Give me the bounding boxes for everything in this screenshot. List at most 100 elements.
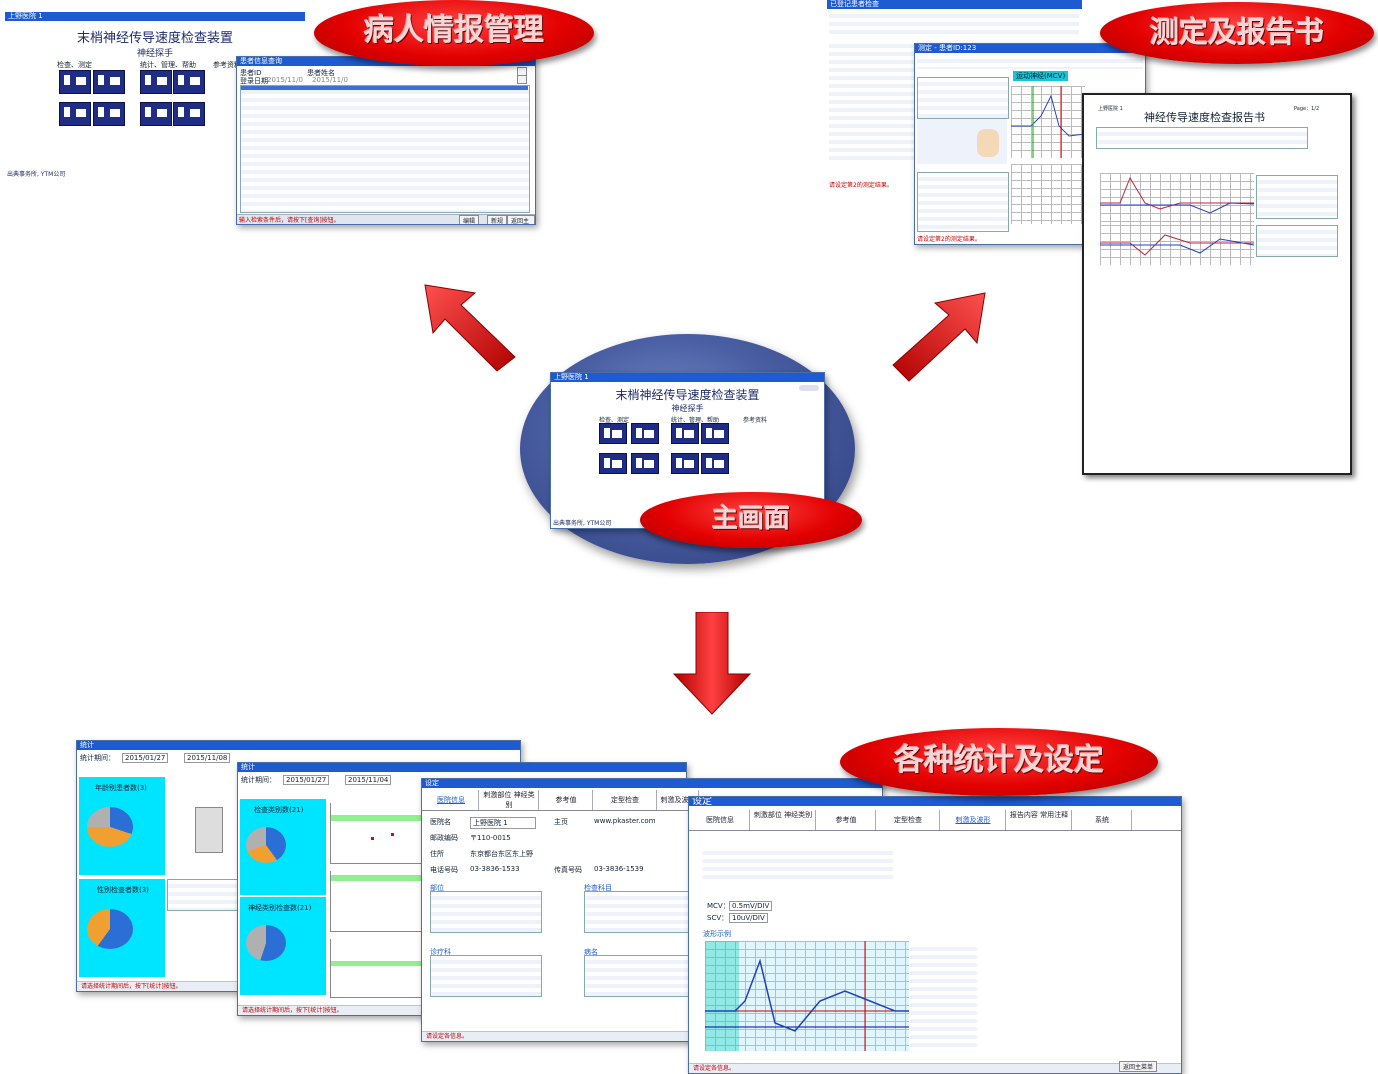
settings-icon[interactable] <box>671 453 699 474</box>
scatter-chart-1 <box>330 803 427 864</box>
date-from[interactable]: 2015/01/27 <box>122 753 169 763</box>
tab-report-notes[interactable]: 报告内容 常用注释 <box>1007 810 1072 830</box>
stimulus-condition-form[interactable] <box>703 847 893 881</box>
tab-reference[interactable]: 参考值 <box>817 810 876 830</box>
date-from[interactable]: 2015/11/0 <box>267 76 303 84</box>
window-title-bar: 测定 - 患者ID:123 <box>915 44 1145 53</box>
arrow-up-right-icon <box>892 292 986 382</box>
arrow-up-left-icon <box>424 284 516 372</box>
disease-list[interactable] <box>584 955 696 997</box>
zip-field[interactable]: 〒110-0015 <box>470 834 511 842</box>
scv-select[interactable]: 10uV/DIV <box>729 913 768 923</box>
clear-button[interactable] <box>517 75 527 84</box>
section-ref: 参考资料 <box>743 417 768 424</box>
tab-hospital-info[interactable]: 医院信息 <box>424 790 479 810</box>
waveform-preview <box>705 941 909 1051</box>
department-list[interactable] <box>430 955 542 997</box>
selected-row[interactable] <box>241 86 528 90</box>
edit-button[interactable]: 编辑 <box>459 215 480 224</box>
tab-hospital-info[interactable]: 医院信息 <box>691 810 750 830</box>
fax-field[interactable]: 03-3836-1539 <box>594 865 644 873</box>
chart-panel-1: 检查类别数(21) <box>240 799 326 895</box>
report-page-number: Page：1/2 <box>1294 106 1320 112</box>
hospital-name-label: 医院名 <box>430 818 451 826</box>
section-stats: 统计、管理、帮助 <box>671 417 720 424</box>
exam-item-list[interactable] <box>584 891 696 933</box>
mcv-label: MCV： <box>707 902 730 910</box>
report-icon[interactable] <box>93 102 125 126</box>
patient-name-label: 患者姓名 <box>307 69 335 77</box>
waveform-preview-trace <box>705 941 909 1051</box>
stats-settings-badge: 各种统计及设定 <box>840 728 1158 796</box>
settings-window-2: 设定 医院信息 刺激部位 神经类别 参考值 定型检查 刺激及波形 报告内容 常用… <box>688 796 1182 1074</box>
tab-stimulus-site[interactable]: 刺激部位 神经类别 <box>480 790 539 810</box>
exam-list-icon[interactable] <box>59 102 91 126</box>
scv-label: SCV： <box>707 914 729 922</box>
status-message: 请设定各信息。 <box>689 1063 1181 1073</box>
date-to[interactable]: 2015/11/0 <box>312 76 348 84</box>
help-icon[interactable] <box>173 102 205 126</box>
tab-routine-exam[interactable]: 定型检查 <box>594 790 657 810</box>
stats-icon[interactable] <box>140 70 172 94</box>
tab-system[interactable]: 系统 <box>1073 810 1132 830</box>
waveform-highlight-band <box>705 941 739 1051</box>
status-message: 输入检索条件后，请按下[查询]按钮。 <box>239 217 340 224</box>
measure-icon[interactable] <box>631 423 659 444</box>
date-to[interactable]: 2015/11/08 <box>184 753 231 763</box>
arrow-down-icon <box>672 612 752 715</box>
waveform-color-list[interactable] <box>911 943 977 1051</box>
fax-label: 传真号码 <box>554 866 582 874</box>
exam-settings-list[interactable] <box>829 40 917 160</box>
measurement-form[interactable] <box>917 55 1143 69</box>
main-screen-label: 主画面 <box>711 504 790 534</box>
stats-table[interactable] <box>167 879 241 911</box>
new-button[interactable]: 新规 <box>487 215 508 224</box>
results-table[interactable] <box>917 172 1009 232</box>
back-to-menu-button[interactable]: 返回主菜单 <box>1119 1061 1158 1072</box>
manage-icon[interactable] <box>701 423 729 444</box>
window-title-bar: 设定 <box>422 779 882 788</box>
window-title: 上野医院 1 <box>554 373 589 381</box>
chart1-title: 年龄别患者数(3) <box>95 784 147 792</box>
window-title-bar: 上野医院 1 <box>551 373 824 382</box>
window-title-bar: 统计 <box>238 763 686 772</box>
window-title-bar: 已登记患者检查 <box>827 0 1082 9</box>
address-field[interactable]: 东京都台东区东上野 <box>470 850 533 858</box>
tab-bar: 医院信息 刺激部位 神经类别 参考值 定型检查 刺激及波形 报告内容 常用注释 … <box>689 810 1181 831</box>
patient-table[interactable] <box>240 85 530 213</box>
list3-label: 诊疗科 <box>430 948 451 956</box>
stimulus-list[interactable] <box>917 77 1009 119</box>
settings-icon[interactable] <box>140 102 172 126</box>
pie-chart-age <box>87 807 133 847</box>
list2-label: 检查科目 <box>584 884 612 892</box>
patient-mgmt-badge: 病人情报管理 <box>314 0 594 66</box>
tab-stimulus-waveform[interactable]: 刺激及波形 <box>941 810 1006 830</box>
report-waveform-2-trace <box>1100 234 1255 256</box>
homepage-field[interactable]: www.pkaster.com <box>594 817 656 825</box>
tab-stimulus-site[interactable]: 刺激部位 神经类别 <box>751 810 816 830</box>
stats-icon[interactable] <box>671 423 699 444</box>
manage-icon[interactable] <box>173 70 205 94</box>
back-to-menu-button[interactable]: 返回主菜单 <box>507 215 535 224</box>
tab-reference[interactable]: 参考值 <box>540 790 593 810</box>
report-icon[interactable] <box>631 453 659 474</box>
chart-panel-1: 年龄别患者数(3) <box>79 777 165 875</box>
report-values-table-1 <box>1256 175 1338 219</box>
date-to[interactable]: 2015/11/04 <box>345 775 392 785</box>
site-list[interactable] <box>430 891 542 933</box>
patient-icon[interactable] <box>59 70 91 94</box>
patient-icon[interactable] <box>599 423 627 444</box>
help-icon[interactable] <box>701 453 729 474</box>
mcv-select[interactable]: 0.5mV/DIV <box>729 901 773 911</box>
date-from[interactable]: 2015/01/27 <box>283 775 330 785</box>
report-hospital: 上野医院 1 <box>1098 106 1123 112</box>
report-label: 测定及报告书 <box>1149 15 1324 49</box>
measure-icon[interactable] <box>93 70 125 94</box>
tel-field[interactable]: 03-3836-1533 <box>470 865 520 873</box>
app-title: 末梢神经传导速度检查装置 <box>76 31 233 46</box>
tab-routine-exam[interactable]: 定型检查 <box>877 810 940 830</box>
exam-list-icon[interactable] <box>599 453 627 474</box>
window-title: 已登记患者检查 <box>830 0 879 8</box>
normal-range-band <box>331 961 427 966</box>
hospital-name-field[interactable]: 上野医院 1 <box>470 817 536 829</box>
